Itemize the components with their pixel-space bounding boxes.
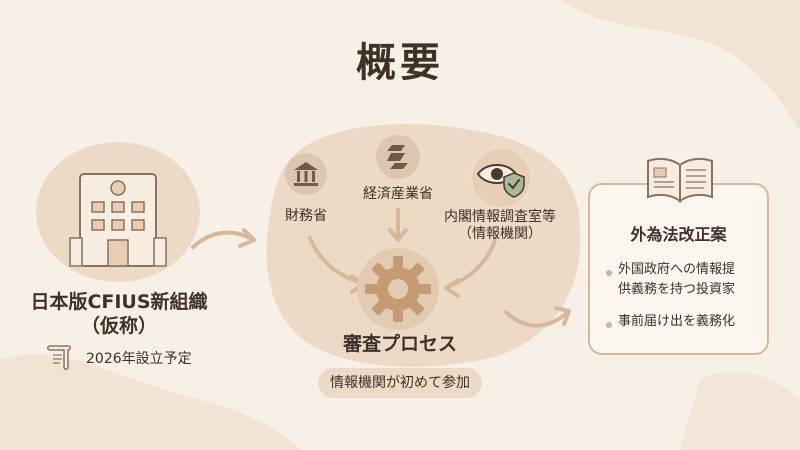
scroll-icon [47, 345, 71, 370]
bullet-1-line1: 外国政府への情報提 [618, 262, 736, 277]
org-name-sub: （仮称） [80, 315, 157, 337]
agency-intel-sub: （情報機関） [458, 226, 542, 242]
bullet-1-line2: 供義務を持つ投資家 [618, 282, 736, 297]
establishment-note: 2026年設立予定 [86, 351, 192, 367]
bank-icon [285, 153, 327, 195]
arrow-treasury-to-process [308, 236, 364, 285]
amendment-title: 外為法改正案 [630, 225, 727, 244]
meti-logo-icon [376, 135, 420, 179]
bullet [606, 322, 612, 328]
building-icon [69, 173, 167, 267]
intel-participation-badge: 情報機関が初めて参加 [318, 368, 482, 398]
agency-treasury: 財務省 [285, 208, 327, 224]
agency-meti: 経済産業省 [363, 186, 433, 202]
eye-shield-icon [470, 147, 532, 209]
amendment-card: 外為法改正案 外国政府への情報提 供義務を持つ投資家 事前届け出を義務化 [588, 183, 769, 355]
arrow-process-to-amendment [504, 310, 570, 328]
bullet-2-line1: 事前届け出を義務化 [618, 314, 736, 329]
open-book-icon [647, 157, 713, 203]
arrow-left-to-process [191, 230, 252, 249]
agency-intel: 内閣情報調査室等 [444, 209, 556, 225]
bullet [606, 270, 612, 276]
org-name: 日本版CFIUS新組織 [30, 291, 208, 313]
gear-icon [357, 248, 439, 330]
process-label: 審査プロセス [342, 333, 457, 355]
page-title: 概要 [356, 40, 444, 86]
